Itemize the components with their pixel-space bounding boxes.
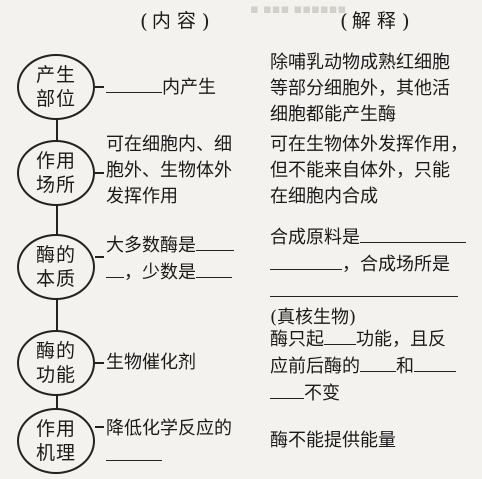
explanation-line: 但不能来自体外，只能 [270,160,450,181]
answer-blank[interactable] [360,224,466,243]
label-text-top: 酶的 [35,244,76,266]
answer-blank[interactable] [360,353,396,372]
explanation-action-site: 可在生物体外发挥作用， 但不能来自体外，只能 在细胞内合成 [270,132,468,210]
explanation-header-label: 解释 [351,10,402,32]
content-header: ( 内容 ) [140,8,210,34]
label-oval-enzyme-nature: 酶的 本质 [17,234,95,300]
row-connector [95,86,104,88]
label-text-top: 产生 [35,64,76,86]
explanation-line: 等部分细胞外，其他活 [270,78,450,99]
bracket-open: ( [340,9,348,33]
explanation-line: 可在生物体外发挥作用， [270,134,468,155]
explanation-text: 酶只起 [270,329,324,350]
explanation-text: (真核生物) [270,307,357,328]
label-oval-action-mechanism: 作用 机理 [17,408,95,474]
answer-blank[interactable] [270,251,342,270]
answer-blank[interactable] [196,232,234,251]
explanation-text: ，合成场所是 [342,254,450,275]
label-text-bottom: 本质 [35,268,76,290]
answer-blank[interactable] [106,259,124,278]
bracket-open: ( [140,9,148,33]
row-connector [95,172,104,174]
row-connector [95,256,104,258]
answer-blank[interactable] [196,259,232,278]
content-text: 降低化学反应的 [106,418,232,439]
row-connector [95,362,104,364]
answer-blank[interactable] [106,442,162,461]
bracket-close: ) [401,9,410,33]
answer-blank[interactable] [106,74,162,93]
content-production-site: 内产生 [106,74,216,101]
label-text-bottom: 机理 [35,442,76,464]
content-text: 生物催化剂 [106,352,196,373]
answer-blank[interactable] [324,326,356,345]
label-text-bottom: 场所 [35,174,76,196]
content-line: 胞外、生物体外 [106,160,232,181]
explanation-text: 不变 [304,383,340,404]
explanation-action-mechanism: 酶不能提供能量 [270,428,396,454]
bleed-through-text: ▪ ▪▪▪ ▪▪▪▪▪▪ [250,2,347,17]
content-text: ，少数是 [124,262,196,283]
label-text-top: 酶的 [35,340,76,362]
row-connector [95,426,104,428]
explanation-text: 功能，且反 [356,329,446,350]
content-action-mechanism: 降低化学反应的 [106,416,232,469]
bracket-close: ) [201,9,210,33]
answer-blank[interactable] [270,278,458,297]
explanation-text: 酶不能提供能量 [270,430,396,451]
label-text-top: 作用 [35,150,76,172]
explanation-line: 在细胞内合成 [270,186,378,207]
content-line: 发挥作用 [106,186,178,207]
label-oval-production-site: 产生 部位 [17,54,95,120]
explanation-header: ( 解释 ) [340,8,410,34]
content-enzyme-nature: 大多数酶是 ，少数是 [106,232,234,286]
explanation-line: 细胞都能产生酶 [270,104,396,125]
label-text-bottom: 功能 [35,364,76,386]
content-text: 内产生 [162,77,216,98]
explanation-enzyme-function: 酶只起 功能，且反 应前后酶的 和 不变 [270,326,456,407]
explanation-production-site: 除哺乳动物成熟红细胞 等部分细胞外，其他活 细胞都能产生酶 [270,50,450,128]
label-oval-enzyme-function: 酶的 功能 [17,330,95,396]
content-action-site: 可在细胞内、细 胞外、生物体外 发挥作用 [106,132,232,210]
explanation-text: 应前后酶的 [270,356,360,377]
answer-blank[interactable] [270,380,304,399]
content-enzyme-function: 生物催化剂 [106,350,196,376]
label-text-bottom: 部位 [35,88,76,110]
explanation-enzyme-nature: 合成原料是 ，合成场所是 (真核生物) [270,224,466,331]
explanation-text: 和 [396,356,414,377]
explanation-text: 合成原料是 [270,227,360,248]
explanation-line: 除哺乳动物成熟红细胞 [270,52,450,73]
label-oval-action-site: 作用 场所 [17,140,95,206]
answer-blank[interactable] [414,353,456,372]
content-text: 大多数酶是 [106,235,196,256]
content-line: 可在细胞内、细 [106,134,232,155]
content-header-label: 内容 [151,10,202,32]
label-text-top: 作用 [35,418,76,440]
